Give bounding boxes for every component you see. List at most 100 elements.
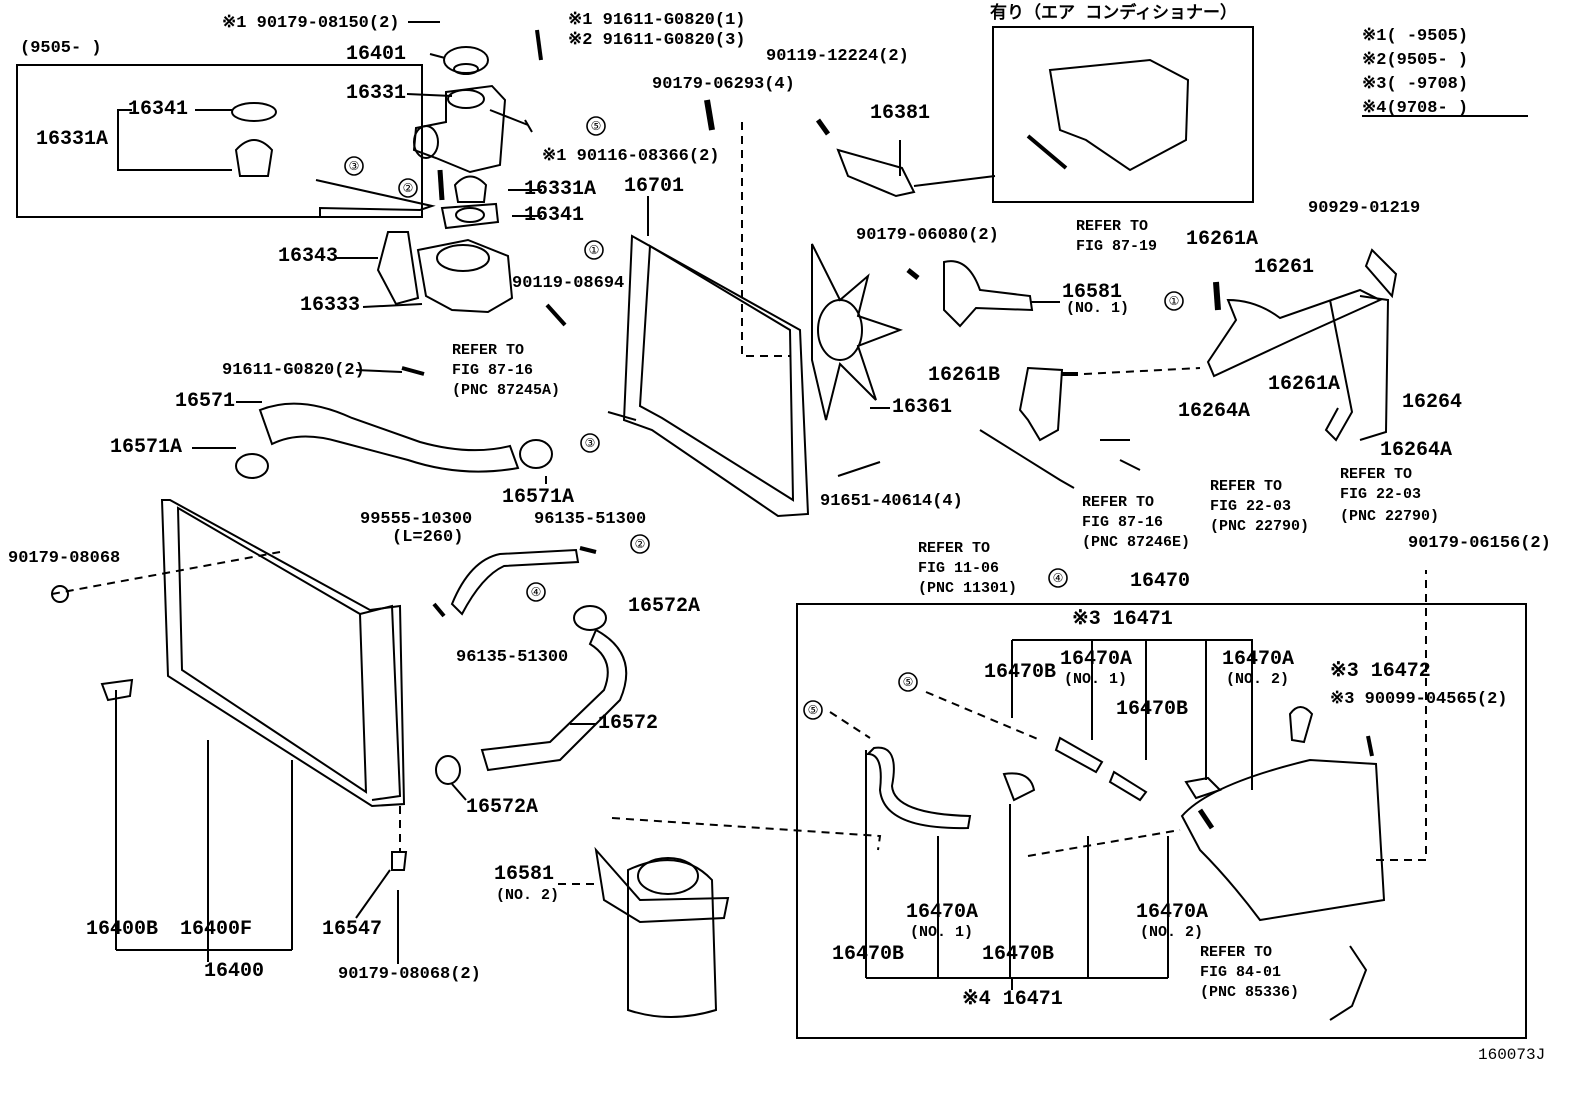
ref-11-06-3: (PNC 11301) [918, 580, 1018, 597]
callout-2-b [630, 534, 650, 554]
callout-5-b [898, 672, 918, 692]
label-16581-no2-sub: (NO. 2) [496, 887, 560, 904]
label-16470a-no2-top-sub: (NO. 2) [1226, 671, 1290, 688]
label-16571: 16571 [175, 390, 236, 413]
fan-shroud [622, 234, 810, 518]
ref-11-06-2: FIG 11-06 [918, 560, 1000, 577]
label-16581-no1: 16581 [1062, 281, 1123, 304]
hose-16571 [258, 402, 520, 473]
ref-87-16a-2: FIG 87-16 [452, 362, 534, 379]
ref-87-16a-3: (PNC 87245A) [452, 382, 561, 399]
callout-4-text-a: ④ [531, 585, 542, 599]
callout-2-a [398, 178, 418, 198]
label-16343: 16343 [278, 245, 339, 268]
water-inlet [416, 238, 514, 314]
callout-2-text-b: ② [635, 537, 646, 551]
label-16572a-top: 16572A [628, 595, 701, 618]
label-90179-08068: 90179-08068 [8, 549, 121, 568]
legend-row-3: ※3( -9708) [1362, 75, 1469, 94]
label-16261a-top: 16261A [1186, 228, 1259, 251]
label-16381: 16381 [870, 102, 931, 125]
callout-4-a [526, 582, 546, 602]
label-16470b-b: 16470B [1116, 698, 1189, 721]
label-16400f: 16400F [180, 918, 253, 941]
ref-87-19-1: REFER TO [1076, 218, 1149, 235]
callout-4-text-b: ④ [1053, 571, 1064, 585]
ref-22-03b-2: FIG 22-03 [1340, 486, 1422, 503]
callout-5-text-c: ⑤ [808, 703, 819, 717]
thermostat-gasket [440, 202, 500, 230]
callout-3-text-b: ③ [585, 436, 596, 450]
reservoir-bracket-no1 [943, 260, 1034, 328]
label-99555: 99555-10300 [360, 510, 473, 529]
label-16264a-right: 16264A [1380, 439, 1453, 462]
label-16470a-no1-top: 16470A [1060, 648, 1133, 671]
callout-4-b [1048, 568, 1068, 588]
label-16581-no1-sub: (NO. 1) [1066, 300, 1130, 317]
callout-2-text-a: ② [403, 181, 414, 195]
label-16341: 16341 [524, 204, 585, 227]
label-16470a-no2-top: 16470A [1222, 648, 1295, 671]
reservoir-box [796, 603, 1527, 1039]
label-16470a-no2-bot: 16470A [1136, 901, 1209, 924]
label-16547: 16547 [322, 918, 383, 941]
label-16472: ※3 16472 [1330, 660, 1431, 683]
label-16470b-c: 16470B [832, 943, 905, 966]
hose-16470a-no1 [865, 746, 972, 830]
callout-5-text-a: ⑤ [591, 119, 602, 133]
ref-84-01-2: FIG 84-01 [1200, 964, 1282, 981]
label-16572a-bot: 16572A [466, 796, 539, 819]
label-91611-g0820-b: 91611-G0820(2) [222, 361, 365, 380]
callout-1-text-b: ① [1169, 294, 1180, 308]
water-outlet [412, 84, 507, 174]
hose-16572 [480, 628, 628, 772]
label-96135-bot: 96135-51300 [456, 648, 569, 667]
ref-22-03a-1: REFER TO [1210, 478, 1283, 495]
callout-3-a [344, 156, 364, 176]
label-16400: 16400 [204, 960, 265, 983]
legend-row-2: ※2(9505- ) [1362, 51, 1469, 70]
label-16470a-no1-bot-sub: (NO. 1) [910, 924, 974, 941]
ref-87-16b-1: REFER TO [1082, 494, 1155, 511]
label-16571a-left: 16571A [110, 436, 183, 459]
label-90099: ※3 90099-04565(2) [1330, 690, 1508, 709]
label-16261a-mid: 16261A [1268, 373, 1341, 396]
label-16701: 16701 [624, 175, 685, 198]
reservoir-tank-2 [627, 859, 718, 1018]
hose-99555 [450, 548, 580, 616]
label-16572: 16572 [598, 712, 659, 735]
ref-87-16b-3: (PNC 87246E) [1082, 534, 1191, 551]
label-91611-g0820-2: ※2 91611-G0820(3) [568, 31, 746, 50]
fan-bracket [836, 148, 916, 198]
cooling-fan [811, 243, 903, 421]
label-16261: 16261 [1254, 256, 1315, 279]
legend-row-1: ※1( -9505) [1362, 27, 1469, 46]
range-box-title: (9505- ) [20, 39, 102, 58]
ref-87-19-2: FIG 87-19 [1076, 238, 1158, 255]
label-16331a-left: 16331A [36, 128, 109, 151]
label-16470: 16470 [1130, 570, 1191, 593]
label-90179-06080: 90179-06080(2) [856, 226, 999, 245]
label-16470a-no2-bot-sub: (NO. 2) [1140, 924, 1204, 941]
callout-1-a [584, 240, 604, 260]
range-box [16, 64, 423, 218]
diagram-id: 160073J [1478, 1046, 1546, 1064]
label-90179-06293: 90179-06293(4) [652, 75, 795, 94]
callout-1-b [1164, 291, 1184, 311]
label-16401: 16401 [346, 43, 407, 66]
label-16400b: 16400B [86, 918, 159, 941]
callout-5-text-b: ⑤ [903, 675, 914, 689]
aircon-box [992, 26, 1254, 203]
label-90929-01219: 90929-01219 [1308, 199, 1421, 218]
label-16261b: 16261B [928, 364, 1001, 387]
ref-22-03a-2: FIG 22-03 [1210, 498, 1292, 515]
label-90119-12224: 90119-12224(2) [766, 47, 909, 66]
thermostat-gasket-left [376, 231, 420, 306]
label-90119-08694: 90119-08694 [512, 274, 625, 293]
label-16471-bot: ※4 16471 [962, 988, 1063, 1011]
ref-84-01-3: (PNC 85336) [1200, 984, 1300, 1001]
callout-5-c [803, 700, 823, 720]
radiator-cap [443, 46, 489, 74]
label-16470b-a: 16470B [984, 661, 1057, 684]
